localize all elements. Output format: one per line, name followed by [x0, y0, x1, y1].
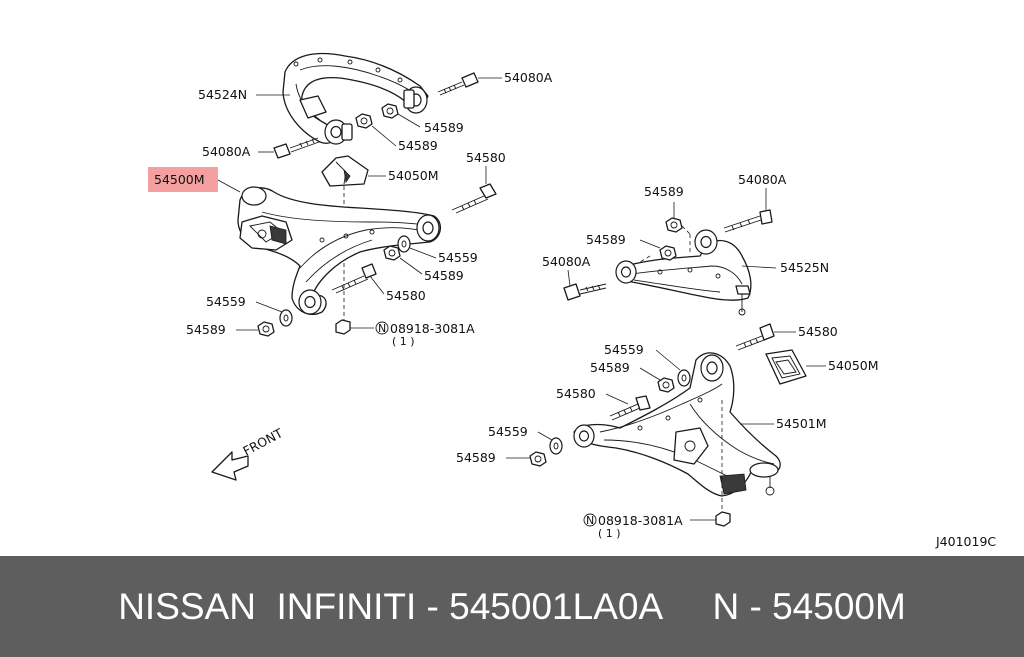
label-nut-l2: 54589 — [186, 322, 226, 337]
drawing-id: J401019C — [935, 534, 996, 549]
stopper-right — [765, 349, 826, 385]
label-r-bolt1: 54080A — [738, 172, 787, 187]
front-arrow: FRONT — [211, 425, 285, 481]
nut-ref-right: N — [583, 511, 731, 527]
bolt-left — [258, 137, 320, 159]
r-bolt2 — [563, 269, 607, 301]
nut-l2 — [236, 321, 275, 337]
bolt-l1 — [331, 263, 385, 295]
label-nut-ref-left-qty: ( 1 ) — [392, 335, 415, 348]
washer-l2 — [255, 301, 293, 327]
label-upper-arm-left: 54524N — [198, 87, 247, 102]
r-bolt3 — [735, 323, 796, 351]
r-nut1 — [665, 202, 691, 252]
label-lower-arm-right: 54501M — [776, 416, 827, 431]
bolt-tr — [451, 166, 497, 214]
nut-ref-left: N — [335, 319, 389, 335]
label-main-part: 54500M — [154, 172, 205, 187]
label-bolt-left: 54080A — [202, 144, 251, 159]
label-stopper-left: 54050M — [388, 168, 439, 183]
n-symbol-right: N — [586, 514, 594, 527]
part-number-caption: NISSAN INFINITI - 545001LA0A N - 54500M — [118, 586, 906, 627]
r-bolt1 — [723, 188, 773, 233]
label-washer-l2: 54559 — [206, 294, 246, 309]
diagram-svg: N — [148, 52, 996, 549]
label-washer-l1: 54559 — [438, 250, 478, 265]
r-bolt4 — [605, 393, 651, 421]
label-nut-top: 54589 — [424, 120, 464, 135]
label-bolt-top: 54080A — [504, 70, 553, 85]
label-r-nut3: 54589 — [590, 360, 630, 375]
label-r-bolt3: 54580 — [798, 324, 838, 339]
r-nut3 — [639, 367, 675, 393]
label-r-washer1: 54559 — [604, 342, 644, 357]
nut-l1 — [383, 245, 423, 275]
label-bolt-tr: 54580 — [466, 150, 506, 165]
n-symbol-left: N — [378, 322, 386, 335]
label-nut-ref-right: 08918-3081A — [598, 513, 683, 528]
label-r-nut4: 54589 — [456, 450, 496, 465]
upper-arm-left — [282, 52, 429, 145]
front-label: FRONT — [240, 425, 285, 458]
label-stopper-right: 54050M — [828, 358, 879, 373]
label-r-nut2: 54589 — [586, 232, 626, 247]
label-upper-arm-right: 54525N — [780, 260, 829, 275]
label-r-bolt4: 54580 — [556, 386, 596, 401]
washer-l1 — [397, 235, 437, 259]
label-nut-mid: 54589 — [398, 138, 438, 153]
lower-arm-right — [573, 352, 781, 497]
label-r-bolt2: 54080A — [542, 254, 591, 269]
label-nut-ref-left: 08918-3081A — [390, 321, 475, 336]
r-washer1 — [655, 349, 691, 387]
r-washer2 — [537, 431, 563, 455]
parts-diagram: N — [148, 52, 997, 549]
lower-arm-left — [237, 186, 441, 315]
label-nut-l1: 54589 — [424, 268, 464, 283]
label-r-washer2: 54559 — [488, 424, 528, 439]
label-nut-ref-right-qty: ( 1 ) — [598, 527, 621, 540]
label-r-nut1: 54589 — [644, 184, 684, 199]
r-nut2 — [639, 239, 677, 263]
main-part-highlight — [148, 167, 218, 192]
upper-arm-right — [615, 229, 752, 316]
label-bolt-l1: 54580 — [386, 288, 426, 303]
r-nut4 — [506, 451, 547, 467]
nut-top — [381, 103, 421, 128]
nut-mid — [355, 113, 397, 147]
footer-banner: NISSAN INFINITI - 545001LA0A N - 54500M — [0, 556, 1024, 657]
bolt-top — [437, 72, 502, 96]
